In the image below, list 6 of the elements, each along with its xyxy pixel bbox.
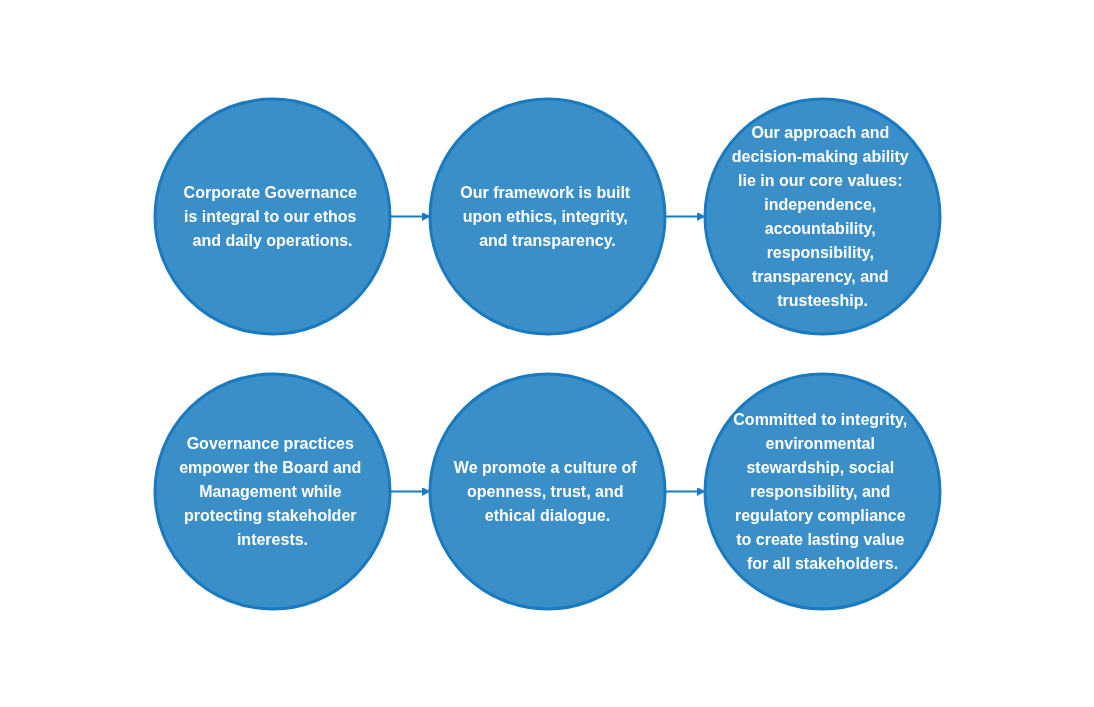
node-circle: Corporate Governance is integral to our ethos and daily operations.	[153, 97, 391, 335]
node-circle: Our approach and decision-making ability lie in our core values: independence, accountability, responsibility, transparency, and trusteeship.	[703, 97, 941, 335]
node-circle: Committed to integrity, environmental stewardship, social responsibility, and regulatory compliance to create lasting value for all stakeholders.	[703, 372, 941, 610]
node-circle: Our framework is built upon ethics, integrity, and transparency.	[428, 97, 666, 335]
node-circle: We promote a culture of openness, trust, and ethical dialogue.	[428, 372, 666, 610]
node-circle: Governance practices empower the Board and Management while protecting stakeholder interests.	[153, 372, 391, 610]
